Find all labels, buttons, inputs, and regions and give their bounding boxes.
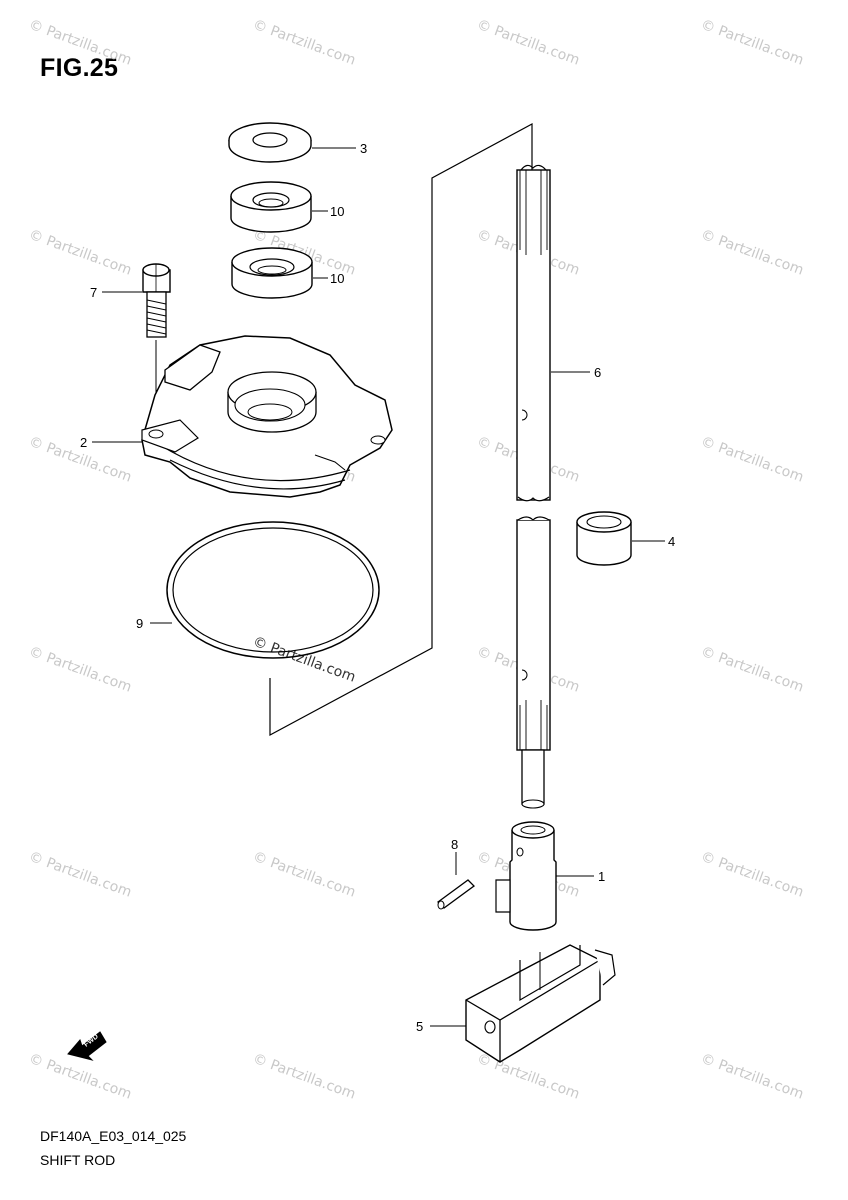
callout-7: 7	[90, 285, 97, 300]
washer-part	[228, 122, 312, 163]
callout-8: 8	[451, 837, 458, 852]
watermark: © Partzilla.com	[699, 849, 806, 901]
callout-2: 2	[80, 435, 87, 450]
assembly-bracket-line	[269, 122, 533, 737]
watermark: © Partzilla.com	[27, 17, 134, 69]
callout-6: 6	[594, 365, 601, 380]
watermark: © Partzilla.com	[251, 1051, 358, 1103]
watermark: © Partzilla.com	[699, 17, 806, 69]
oil-seal-upper	[230, 181, 312, 233]
callout-9: 9	[136, 616, 143, 631]
bushing-part	[576, 511, 632, 566]
watermark: © Partzilla.com	[27, 227, 134, 279]
callout-10-lower: 10	[330, 271, 344, 286]
callout-4: 4	[668, 534, 675, 549]
shift-rod-upper	[516, 164, 551, 502]
o-ring-part	[166, 521, 380, 659]
watermark-grid: © Partzilla.com © Partzilla.com © Partzi…	[27, 17, 806, 1103]
callout-1: 1	[598, 869, 605, 884]
watermark: © Partzilla.com	[27, 644, 134, 696]
watermark: © Partzilla.com	[699, 434, 806, 486]
oil-seal-lower	[231, 247, 313, 299]
bolt-part	[142, 263, 171, 338]
watermark: © Partzilla.com	[475, 17, 582, 69]
watermark: © Partzilla.com	[699, 227, 806, 279]
diagram-code: DF140A_E03_014_025	[40, 1128, 187, 1144]
shift-rod-lower	[516, 516, 551, 809]
fwd-arrow-icon: FWD	[67, 1031, 107, 1061]
diagram-name: SHIFT ROD	[40, 1152, 116, 1168]
watermark: © Partzilla.com	[27, 849, 134, 901]
watermark: © Partzilla.com	[699, 1051, 806, 1103]
callout-5: 5	[416, 1019, 423, 1034]
figure-title: FIG.25	[40, 54, 119, 82]
shift-slider-part	[465, 944, 616, 1063]
shift-rod-joint-part	[495, 821, 557, 931]
watermark: © Partzilla.com	[251, 17, 358, 69]
pin-part	[437, 879, 475, 910]
housing-part	[141, 335, 393, 498]
watermark: © Partzilla.com	[251, 849, 358, 901]
watermark: © Partzilla.com	[475, 1051, 582, 1103]
watermark: © Partzilla.com	[699, 644, 806, 696]
callout-3: 3	[360, 141, 367, 156]
callout-10-upper: 10	[330, 204, 344, 219]
watermark: © Partzilla.com	[27, 1051, 134, 1103]
